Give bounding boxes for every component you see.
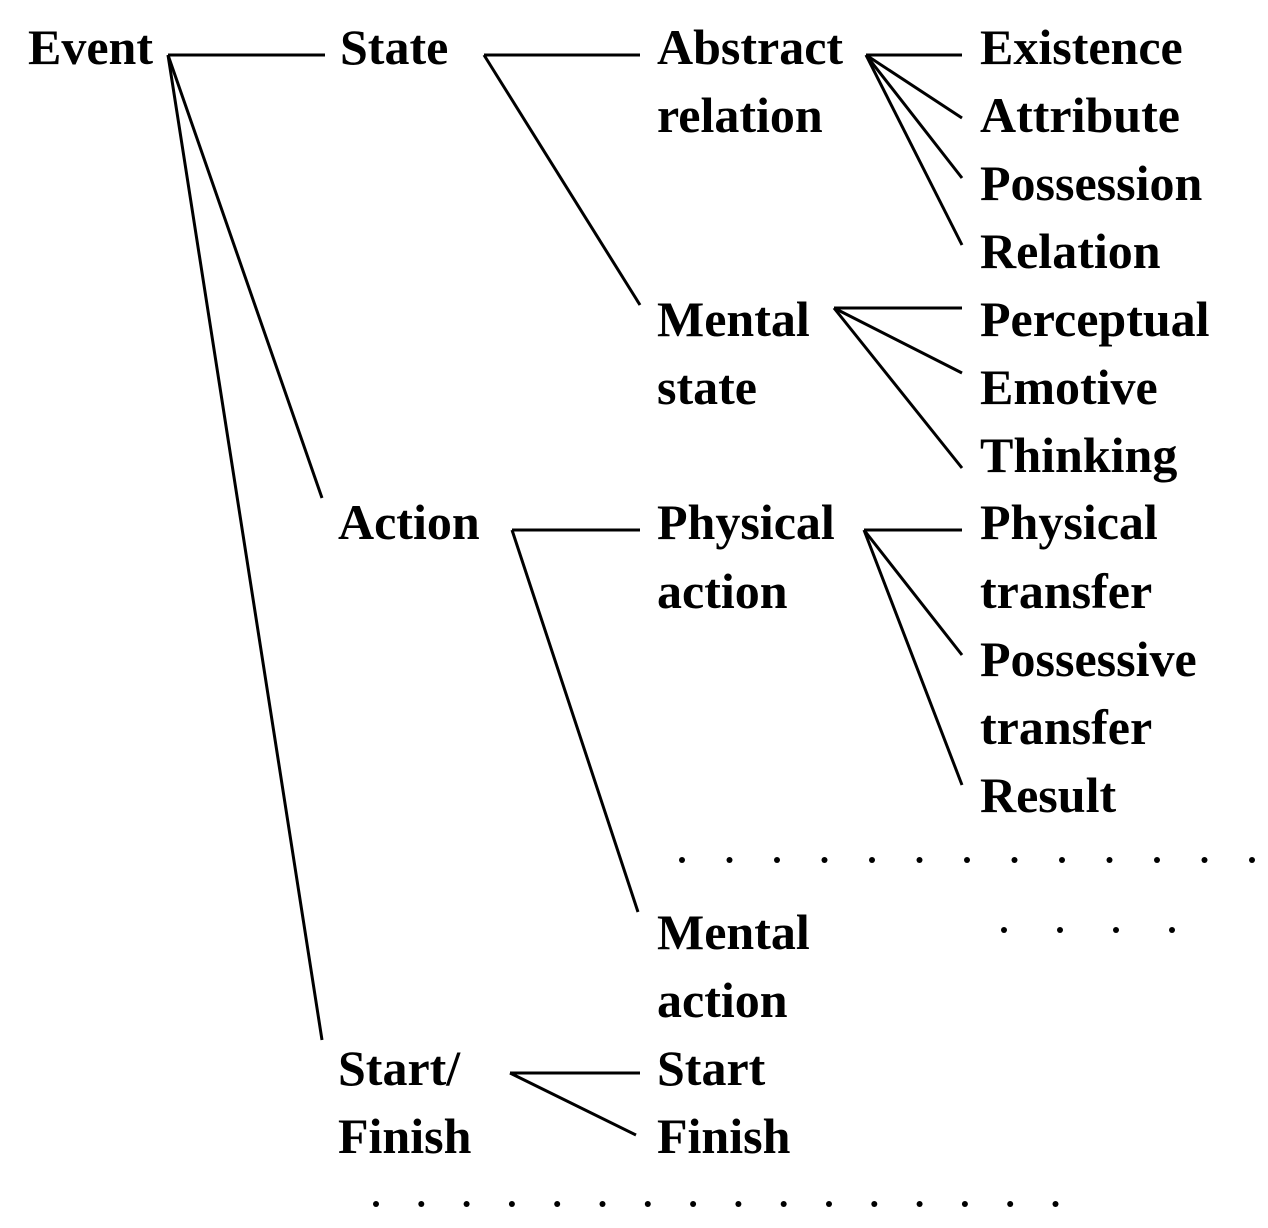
node-mental-action-2: action (657, 972, 788, 1028)
ellipsis-dot (735, 1201, 742, 1207)
edge-event-startfinish (166, 54, 324, 1041)
node-possessive-transfer-2: transfer (980, 699, 1152, 755)
ellipsis-dot (826, 1201, 832, 1207)
ellipsis-dot (679, 857, 685, 863)
node-start-finish-2: Finish (338, 1108, 472, 1164)
ellipsis-dot (463, 1201, 470, 1207)
ellipsis-dot (508, 1201, 515, 1207)
node-mental-state: Mental (657, 291, 810, 347)
ellipsis-dot (418, 1201, 425, 1207)
ellipsis-dot (690, 1201, 697, 1207)
ellipsis-dot (1052, 1201, 1059, 1207)
node-mental-state-2: state (657, 359, 757, 415)
node-perceptual: Perceptual (980, 291, 1210, 347)
node-emotive: Emotive (980, 359, 1158, 415)
node-physical-action-2: action (657, 563, 788, 619)
node-start: Start (657, 1040, 766, 1096)
node-physical-action: Physical (657, 494, 835, 550)
edge-abstract-attribute (865, 53, 963, 120)
ellipsis-dot (774, 857, 780, 863)
node-physical-transfer: Physical (980, 494, 1158, 550)
edge-physical-result (862, 529, 964, 786)
ellipsis-dot (916, 1201, 923, 1207)
node-abstract-relation-2: relation (657, 87, 823, 143)
node-mental-action: Mental (657, 904, 810, 960)
ellipsis-dot (916, 857, 923, 863)
ellipsis-dot (961, 1201, 968, 1207)
edge-abstract-possession (864, 54, 964, 179)
node-state: State (340, 19, 448, 75)
ellipsis-dot (871, 1201, 878, 1207)
ellipsis-dot (964, 857, 970, 863)
node-attribute: Attribute (980, 87, 1180, 143)
node-event: Event (28, 19, 153, 75)
edge-action-mental (510, 529, 640, 913)
ellipsis-dot (554, 1201, 561, 1207)
node-result: Result (980, 767, 1116, 823)
edge-mental-emotive (833, 306, 963, 375)
ellipsis-dot (1007, 1201, 1014, 1207)
edges (166, 53, 964, 1137)
ellipsis-dot (1011, 857, 1018, 863)
ellipsis-dot (1113, 927, 1119, 933)
edge-physical-possessive (862, 529, 964, 656)
edge-abstract-relation (864, 54, 964, 246)
node-possessive-transfer: Possessive (980, 631, 1197, 687)
ellipsis-dot (1001, 927, 1007, 933)
ellipsis-dot (780, 1201, 787, 1207)
node-possession: Possession (980, 155, 1202, 211)
ellipsis-dot (1106, 857, 1113, 863)
node-relation: Relation (980, 223, 1161, 279)
edge-state-mental (482, 54, 642, 306)
ellipsis-dot (869, 857, 875, 863)
ellipsis-dot (1059, 857, 1065, 863)
node-thinking: Thinking (980, 427, 1177, 483)
ellipsis-dot (821, 857, 828, 863)
ellipsis-dots (373, 857, 1255, 1207)
node-start-finish: Start/ (338, 1040, 461, 1096)
ellipsis-dot (373, 1201, 379, 1207)
labels: Event State Action Start/ Finish Abstrac… (28, 19, 1210, 1164)
edge-mental-thinking (832, 307, 964, 469)
node-existence: Existence (980, 19, 1183, 75)
node-finish: Finish (657, 1108, 791, 1164)
edge-sf-finish (509, 1071, 637, 1137)
ellipsis-dot (644, 1201, 651, 1207)
ellipsis-dot (1169, 927, 1175, 933)
node-physical-transfer-2: transfer (980, 563, 1152, 619)
ellipsis-dot (1057, 927, 1063, 933)
edge-event-action (166, 54, 324, 499)
ellipsis-dot (599, 1201, 606, 1207)
ellipsis-dot (1201, 857, 1208, 863)
node-action: Action (338, 494, 480, 550)
ellipsis-dot (1154, 857, 1160, 863)
ellipsis-dot (726, 857, 733, 863)
ellipsis-dot (1249, 857, 1255, 863)
node-abstract-relation: Abstract (657, 19, 843, 75)
